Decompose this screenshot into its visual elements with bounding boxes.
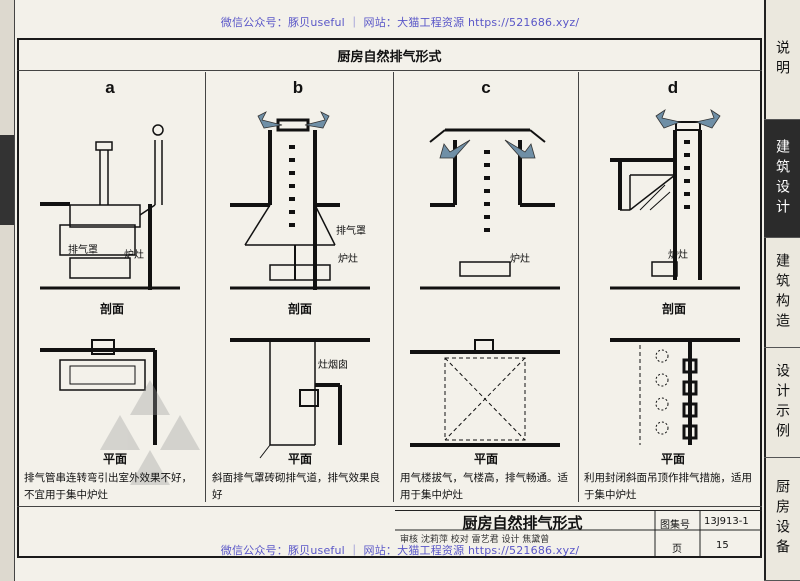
left-binding-strip [0, 0, 15, 581]
section-label-a: 剖面 [99, 302, 124, 316]
section-label-d: 剖面 [661, 302, 686, 316]
tab-architectural-design[interactable]: 建筑设计 [764, 120, 800, 238]
flue-dots-d [684, 140, 690, 209]
tab-kitchen-equipment[interactable]: 厨房设备 [764, 458, 800, 581]
tab-building-construction[interactable]: 建筑构造 [764, 238, 800, 348]
flue-dots-b [289, 145, 295, 227]
plan-label-a: 平面 [102, 452, 127, 466]
section-drawing-b [230, 118, 370, 290]
plan-label-c: 平面 [473, 452, 498, 466]
caption-b: 斜面排气罩砖砌排气道，排气效果良好 [212, 472, 380, 501]
column-divider [578, 72, 579, 502]
column-divider [205, 72, 206, 502]
signature-row: 审核 沈莉萍 校对 雷艺君 设计 焦黛曾 [400, 535, 550, 545]
left-strip-tab-block [0, 135, 14, 225]
annotation-stove-a: 炉灶 [124, 250, 144, 261]
drawing-frame [17, 38, 762, 558]
tab-design-examples-label: 设计示例 [774, 362, 790, 443]
airflow-arrow-icon [694, 108, 721, 129]
airflow-arrow-icon [257, 111, 283, 129]
watermark-bottom: 微信公众号：豚贝useful ｜ 网站：大猫工程资源 https://52168… [220, 544, 580, 557]
annotation-stove-c: 炉灶 [510, 254, 530, 265]
tab-architectural-design-label: 建筑设计 [774, 138, 790, 219]
column-label-c: c [481, 78, 491, 97]
plan-drawing-c [410, 339, 560, 447]
annotation-hood-b: 排气罩 [336, 226, 366, 237]
caption-d: 利用封闭斜面吊顶作排气措施，适用于集中炉灶 [584, 472, 752, 501]
plan-drawing-a [40, 339, 157, 445]
tab-kitchen-equipment-label: 厨房设备 [774, 479, 790, 559]
title-block [395, 510, 762, 557]
footer-divider [17, 506, 762, 507]
tab-design-examples[interactable]: 设计示例 [764, 348, 800, 458]
tab-notes-label: 说明 [774, 39, 790, 80]
tab-notes[interactable]: 说明 [764, 0, 800, 120]
annotation-stove-b: 炉灶 [338, 254, 358, 265]
annotation-hood-a: 排气罩 [68, 245, 98, 256]
plan-label-b: 平面 [287, 452, 312, 466]
flue-dots [289, 140, 690, 232]
airflow-arrow-icon [504, 139, 536, 159]
airflow-arrows [257, 108, 721, 159]
page-number: 15 [716, 540, 729, 551]
triangle-logo-icon [100, 380, 200, 485]
section-label-b: 剖面 [287, 302, 312, 316]
airflow-arrow-icon [655, 108, 682, 129]
atlas-number-label: 图集号 [660, 520, 690, 531]
header-divider [17, 70, 762, 71]
column-label-b: b [292, 78, 304, 97]
caption-a: 排气管串连转弯引出室外效果不好，不宜用于集中炉灶 [24, 472, 192, 501]
plan-drawing-b [230, 338, 370, 459]
right-tab-bar [764, 0, 800, 581]
column-label-d: d [667, 78, 679, 97]
section-drawing-d [610, 121, 740, 290]
airflow-arrow-icon [304, 111, 330, 129]
column-divider [393, 72, 394, 502]
title-block-title: 厨房自然排气形式 [462, 514, 583, 532]
drawing-title: 厨房自然排气形式 [337, 50, 442, 65]
section-drawing-a [40, 124, 180, 290]
annotation-flue-b: 灶烟囱 [318, 360, 348, 371]
plan-drawing-d [610, 338, 740, 445]
airflow-arrow-icon [439, 139, 471, 159]
column-label-a: a [105, 78, 115, 97]
flue-dots-c [484, 150, 490, 232]
annotation-stove-d: 炉灶 [668, 250, 688, 261]
watermark-top: 微信公众号：豚贝useful ｜ 网站：大猫工程资源 https://52168… [220, 16, 580, 29]
tab-building-construction-label: 建筑构造 [774, 252, 790, 333]
atlas-number: 13J913-1 [704, 516, 749, 527]
page-label: 页 [672, 544, 682, 555]
caption-c: 用气楼拔气，气楼高，排气畅通。适用于集中炉灶 [400, 472, 568, 501]
plan-label-d: 平面 [660, 452, 685, 466]
